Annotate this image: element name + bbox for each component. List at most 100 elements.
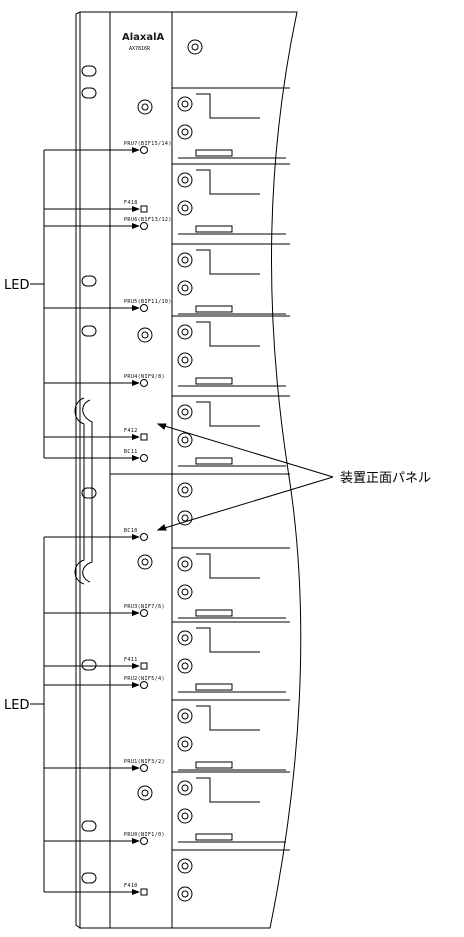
brand-logo: AlaxalA <box>122 32 165 43</box>
led-indicator <box>140 681 148 689</box>
bay-screw-core <box>181 812 189 820</box>
bay-screw <box>177 808 193 824</box>
led-label: PRU7(BIF15/14) <box>124 141 172 147</box>
bay-card-edge <box>196 401 260 427</box>
bay-row <box>172 699 290 771</box>
bay-screw <box>177 252 193 268</box>
bay-card-edge <box>196 705 260 731</box>
led-indicator <box>140 533 148 541</box>
bay-screw <box>177 584 193 600</box>
led-arrowhead <box>132 838 140 844</box>
bay-screw <box>177 886 193 902</box>
bay-latch <box>195 149 233 157</box>
led-arrowhead <box>132 610 140 616</box>
bay-screw <box>177 510 193 526</box>
led-label: F412 <box>124 428 138 434</box>
handle <box>74 397 93 585</box>
bay-row <box>172 547 290 619</box>
led-indicator-square <box>140 888 148 896</box>
bay-screw-core <box>181 514 189 522</box>
bay-screw <box>177 200 193 216</box>
led-label: PRU1(NIF3/2) <box>124 759 165 765</box>
bay-screw <box>177 708 193 724</box>
bay-screw <box>187 39 203 55</box>
bay-screw <box>177 172 193 188</box>
led-indicator <box>140 609 148 617</box>
bay-screw-core <box>181 204 189 212</box>
led-indicator <box>140 837 148 845</box>
bay-screw-core <box>181 890 189 898</box>
bay-screw <box>177 630 193 646</box>
model-label: AX7816R <box>129 46 151 52</box>
led-arrowhead <box>132 663 140 669</box>
led-indicator-square <box>140 205 148 213</box>
panel-screws <box>137 99 153 801</box>
bay-row <box>172 315 290 387</box>
bay-row <box>172 473 290 526</box>
led-indicator <box>140 379 148 387</box>
led-label: PRU0(NIF1/0) <box>124 832 165 838</box>
bay-screw-core <box>181 128 189 136</box>
bay-card-edge <box>196 627 260 653</box>
led-arrowhead <box>132 682 140 688</box>
bay-screw-core <box>181 662 189 670</box>
bay-latch <box>195 225 233 233</box>
bay-card-edge <box>196 249 260 275</box>
led-arrowhead <box>132 206 140 212</box>
led-indicator-square <box>140 433 148 441</box>
bay-card-edge <box>196 321 260 347</box>
led-label: PRU2(NIF5/4) <box>124 676 165 682</box>
bay-screw-core <box>181 588 189 596</box>
bay-screw <box>177 658 193 674</box>
led-callout-bottom: LED <box>4 698 29 713</box>
bay-card-edge <box>196 169 260 195</box>
led-indicator <box>140 764 148 772</box>
led-indicator <box>140 454 148 462</box>
bay-screw-core <box>181 408 189 416</box>
led-label: PRU3(NIF7/6) <box>124 604 165 610</box>
led-indicator <box>140 222 148 230</box>
bay-screw <box>177 324 193 340</box>
bay-screw <box>177 482 193 498</box>
bay-latch <box>195 609 233 617</box>
bay-screw-core <box>181 100 189 108</box>
led-indicator <box>140 304 148 312</box>
bay-row <box>172 849 290 902</box>
bay-screw <box>177 432 193 448</box>
bay-screw-core <box>191 43 199 51</box>
led-arrowhead <box>132 889 140 895</box>
bay-screw-core <box>181 712 189 720</box>
led-callouts: PRU7(BIF15/14)F418PRU6(BIF13/12)PRU5(BIF… <box>30 141 172 896</box>
bay-row <box>172 243 290 315</box>
led-arrowhead <box>132 380 140 386</box>
led-label: PRU6(BIF13/12) <box>124 217 172 223</box>
bay-screw <box>177 352 193 368</box>
bay-row <box>172 621 290 693</box>
bay-screw <box>177 736 193 752</box>
module-bays <box>171 11 302 929</box>
led-callout-top: LED <box>4 278 29 293</box>
bay-screw-core <box>181 486 189 494</box>
bay-card-edge <box>196 553 260 579</box>
led-arrowhead <box>132 305 140 311</box>
led-label: F411 <box>124 657 138 663</box>
bay-latch <box>195 761 233 769</box>
bay-latch <box>195 305 233 313</box>
led-label: PRU4(NIF9/8) <box>124 374 165 380</box>
bay-screw <box>177 404 193 420</box>
bay-screw <box>177 96 193 112</box>
led-label: PRU5(BIF11/10) <box>124 299 172 305</box>
led-arrowhead <box>132 223 140 229</box>
bay-rows <box>172 39 290 902</box>
bay-latch <box>195 377 233 385</box>
bay-row <box>172 87 290 159</box>
bay-screw-core <box>181 284 189 292</box>
bay-screw-core <box>181 328 189 336</box>
bay-row <box>172 395 290 467</box>
bay-screw-core <box>181 436 189 444</box>
bay-screw-core <box>181 256 189 264</box>
bay-screw-core <box>181 356 189 364</box>
led-arrowhead <box>132 147 140 153</box>
led-arrowhead <box>132 534 140 540</box>
